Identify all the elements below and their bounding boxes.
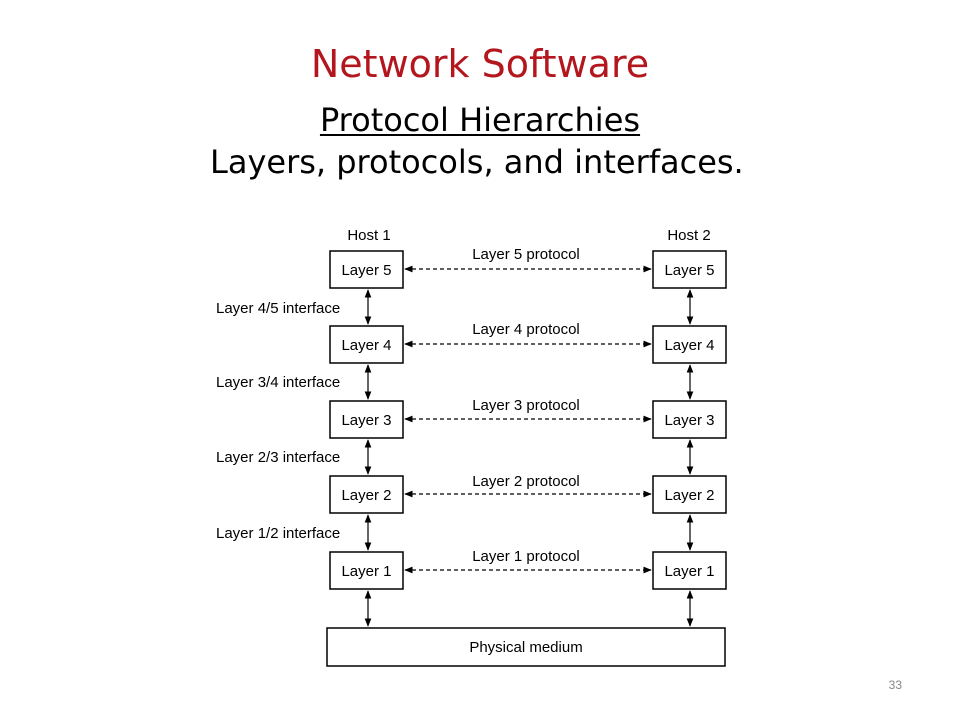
- layer-5-protocol-label: Layer 5 protocol: [472, 246, 580, 263]
- host-1-layer-1-box: [329, 551, 404, 590]
- layer-3-protocol-label: Layer 3 protocol: [472, 397, 580, 414]
- layer-1-protocol-label: Layer 1 protocol: [472, 548, 580, 565]
- host-2-layer-2-box: [652, 475, 727, 514]
- layer-row-5: Layer 5 Layer 5 Layer 5 protocol: [329, 246, 727, 289]
- host-2-layer-1-label: Layer 1: [664, 563, 714, 580]
- host-2-layer-5-label: Layer 5: [664, 262, 714, 279]
- interface-3-4-label: Layer 3/4 interface: [216, 374, 340, 391]
- physical-medium-box: [326, 627, 726, 667]
- layer-row-4: Layer 4 Layer 4 Layer 4 protocol: [329, 321, 727, 364]
- host-1-layer-4-label: Layer 4: [341, 337, 391, 354]
- slide-subtitle: Protocol Hierarchies: [319, 101, 641, 139]
- page-number: 33: [888, 678, 902, 692]
- host-2-layer-1-box: [652, 551, 727, 590]
- interface-4-5-label: Layer 4/5 interface: [216, 300, 340, 317]
- host-1-layer-1-label: Layer 1: [341, 563, 391, 580]
- layer-row-2: Layer 2 Layer 2 Layer 2 protocol: [329, 473, 727, 514]
- host-1-layer-3-label: Layer 3: [341, 412, 391, 429]
- host-2-label: Host 2: [667, 227, 710, 244]
- layer-row-3: Layer 3 Layer 3 Layer 3 protocol: [329, 397, 727, 439]
- host-2-layer-5-box: [652, 250, 727, 289]
- slide-title: Network Software: [310, 42, 650, 86]
- interface-4-5: Layer 4/5 interface: [216, 289, 694, 325]
- host-2-layer-4-box: [652, 325, 727, 364]
- host-1-layer-5-label: Layer 5: [341, 262, 391, 279]
- slide-caption: Layers, protocols, and interfaces.: [210, 143, 744, 181]
- host-1-layer-5-box: [329, 250, 404, 289]
- host-2-layer-2-label: Layer 2: [664, 487, 714, 504]
- host-1-layer-2-label: Layer 2: [341, 487, 391, 504]
- interface-2-3-label: Layer 2/3 interface: [216, 449, 340, 466]
- host-1-layer-4-box: [329, 325, 404, 364]
- interface-3-4: Layer 3/4 interface: [216, 364, 694, 400]
- interface-1-2: Layer 1/2 interface: [216, 514, 694, 551]
- layer-4-protocol-label: Layer 4 protocol: [472, 321, 580, 338]
- host-1-label: Host 1: [347, 227, 390, 244]
- host-1-layer-3-box: [329, 400, 404, 439]
- physical-medium: Physical medium: [326, 627, 726, 667]
- interface-2-3: Layer 2/3 interface: [216, 439, 694, 475]
- host-1-layer-2-box: [329, 475, 404, 514]
- interface-1-2-label: Layer 1/2 interface: [216, 525, 340, 542]
- host-2-layer-4-label: Layer 4: [664, 337, 714, 354]
- physical-medium-label: Physical medium: [469, 639, 582, 656]
- host-2-layer-3-box: [652, 400, 727, 439]
- layer-row-1: Layer 1 Layer 1 Layer 1 protocol: [329, 548, 727, 590]
- host-2-layer-3-label: Layer 3: [664, 412, 714, 429]
- layer-2-protocol-label: Layer 2 protocol: [472, 473, 580, 490]
